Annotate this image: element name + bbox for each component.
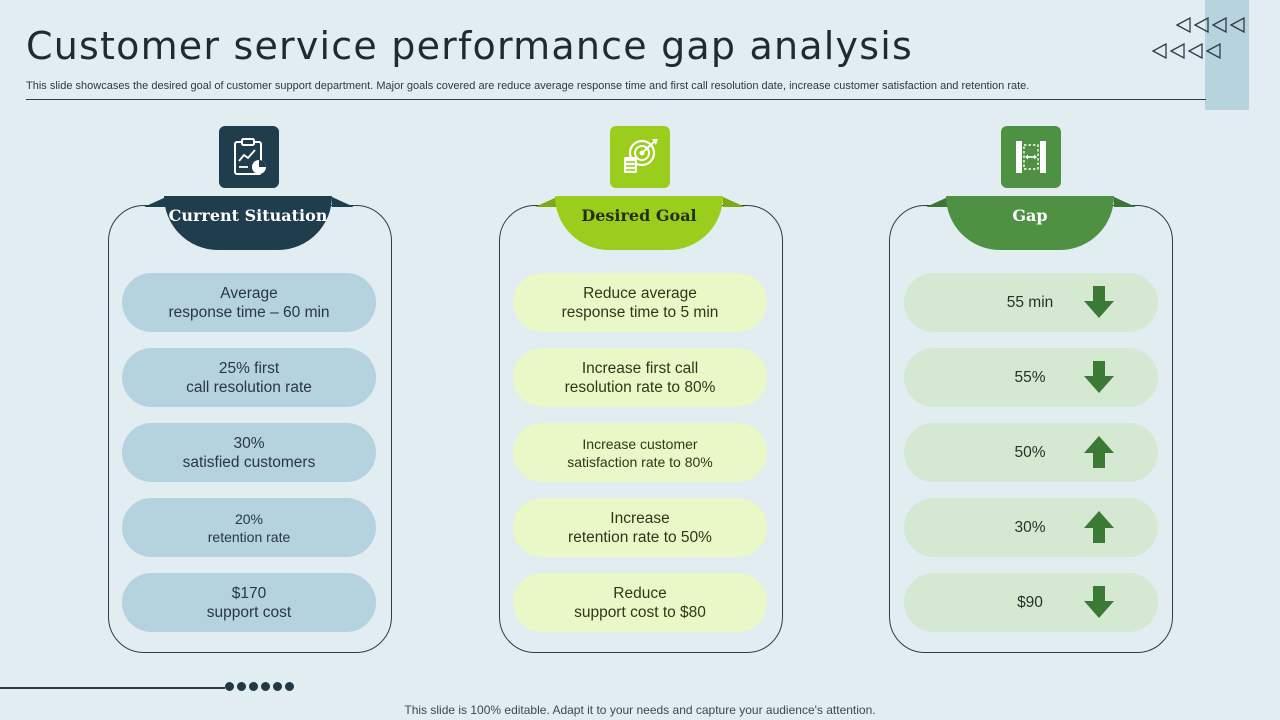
arrow-down-icon xyxy=(1084,286,1114,318)
title-divider xyxy=(26,99,1206,100)
gap-header: Gap xyxy=(946,196,1114,250)
gap-item-response-time: 55 min xyxy=(904,273,1158,332)
desired-goal-label: Desired Goal xyxy=(581,206,697,225)
gap-item-first-call: 55% xyxy=(904,348,1158,407)
width-gap-icon xyxy=(1001,126,1061,188)
current-item-support-cost: $170 support cost xyxy=(122,573,376,632)
current-header-ear-right xyxy=(332,197,354,207)
goal-item-support-cost: Reduce support cost to $80 xyxy=(513,573,767,632)
goal-item-satisfaction: Increase customer satisfaction rate to 8… xyxy=(513,423,767,482)
footer-line xyxy=(0,687,225,689)
gap-value: $90 xyxy=(1017,594,1043,611)
arrow-down-icon xyxy=(1084,586,1114,618)
gap-value: 55 min xyxy=(1006,294,1054,311)
arrow-up-icon xyxy=(1084,511,1114,543)
gap-header-ear-right xyxy=(1114,197,1136,207)
current-item-response-time: Average response time – 60 min xyxy=(122,273,376,332)
current-item-satisfaction: 30% satisfied customers xyxy=(122,423,376,482)
footer-note: This slide is 100% editable. Adapt it to… xyxy=(404,703,876,717)
current-header-ear-left xyxy=(144,197,166,207)
gap-label: Gap xyxy=(1012,206,1048,225)
gap-item-satisfaction: 50% xyxy=(904,423,1158,482)
goal-header-ear-left xyxy=(535,197,557,207)
clipboard-chart-icon xyxy=(219,126,279,188)
current-item-retention: 20% retention rate xyxy=(122,498,376,557)
decorative-triangles-bottom xyxy=(1152,43,1222,59)
corner-accent-block xyxy=(1205,0,1249,110)
goal-item-first-call: Increase first call resolution rate to 8… xyxy=(513,348,767,407)
page-title: Customer service performance gap analysi… xyxy=(26,24,913,68)
decorative-triangles-top xyxy=(1176,17,1246,33)
footer-dots xyxy=(225,682,294,691)
desired-goal-header: Desired Goal xyxy=(555,196,723,250)
target-icon xyxy=(610,126,670,188)
page-subtitle: This slide showcases the desired goal of… xyxy=(26,80,1030,92)
goal-item-retention: Increase retention rate to 50% xyxy=(513,498,767,557)
gap-value: 55% xyxy=(1014,369,1046,386)
gap-value: 50% xyxy=(1014,444,1046,461)
arrow-down-icon xyxy=(1084,361,1114,393)
current-item-first-call: 25% first call resolution rate xyxy=(122,348,376,407)
gap-header-ear-left xyxy=(926,197,948,207)
goal-header-ear-right xyxy=(723,197,745,207)
gap-item-support-cost: $90 xyxy=(904,573,1158,632)
gap-item-retention: 30% xyxy=(904,498,1158,557)
arrow-up-icon xyxy=(1084,436,1114,468)
gap-value: 30% xyxy=(1014,519,1046,536)
current-situation-label: Current Situation xyxy=(168,206,328,225)
goal-item-response-time: Reduce average response time to 5 min xyxy=(513,273,767,332)
current-situation-header: Current Situation xyxy=(164,196,332,250)
